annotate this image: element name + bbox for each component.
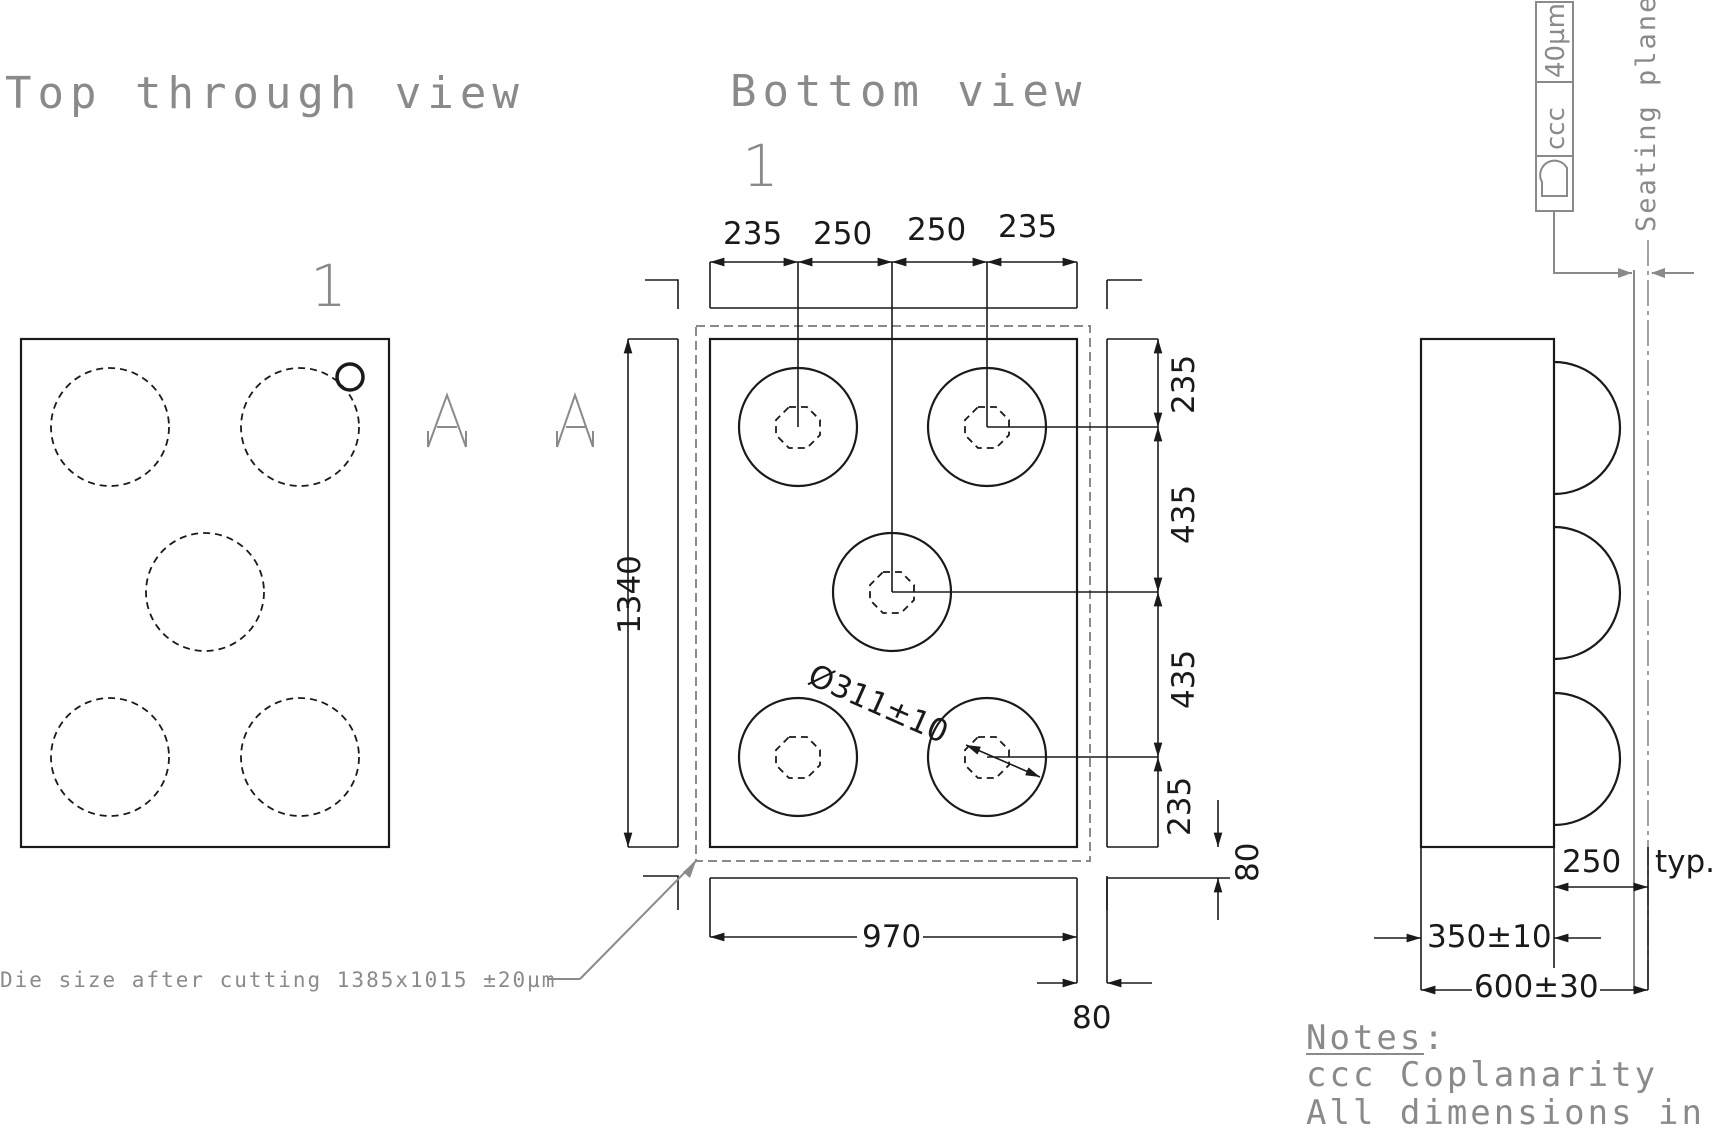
width-dim-970: 970 (862, 919, 921, 955)
height-dim-1340: 1340 (612, 555, 648, 634)
die-size-note: Die size after cutting 1385x1015 ±20µm (0, 968, 556, 992)
fcf-value: 40µm (1541, 3, 1571, 78)
side-bump-3 (1553, 691, 1622, 827)
seating-plane-label: Seating plane (1631, 0, 1662, 232)
top-view-pin1-label: 1 (310, 252, 347, 320)
edge-dim-80-bottom: 80 (1072, 1000, 1111, 1036)
right-dim-1: 235 (1166, 355, 1202, 414)
notes: Notes: ccc Coplanarity All dimensions in… (1306, 1018, 1727, 1131)
die-size-outline (695, 325, 1091, 862)
top-view-title: Top through view (5, 68, 525, 119)
pitch-dim-3: 250 (907, 212, 966, 248)
notes-heading: Notes: (1306, 1018, 1447, 1058)
section-a-right (556, 391, 594, 448)
bottom-bump-4 (737, 696, 859, 818)
side-bump-1 (1553, 360, 1622, 496)
right-dim-3: 435 (1166, 650, 1202, 709)
section-a-markers (427, 391, 594, 448)
fcf-ccc: ccc (1541, 107, 1571, 150)
side-bump-2 (1553, 525, 1622, 661)
die-thickness-dim: 350±10 (1427, 919, 1552, 955)
edge-dim-80-right: 80 (1230, 843, 1266, 882)
top-through-view: Top through view 1 (5, 68, 525, 849)
die-size-callout: Die size after cutting 1385x1015 ±20µm (0, 860, 697, 992)
notes-line-2: All dimensions in µm (1306, 1093, 1727, 1131)
coplanarity-symbol (1539, 159, 1568, 197)
top-bump-5 (240, 697, 360, 817)
right-dim-4: 235 (1162, 777, 1198, 836)
bottom-view: Bottom view 1 (612, 66, 1266, 1036)
top-bump-4 (50, 697, 170, 817)
top-bump-2 (240, 367, 360, 487)
pitch-dim-1: 235 (723, 216, 782, 252)
section-a-left (427, 392, 467, 448)
top-view-die-outline (19, 337, 391, 849)
side-view: 40µm ccc Seating plane 250 typ. 350±10 6… (1374, 0, 1715, 1005)
notes-line-1: ccc Coplanarity (1306, 1055, 1658, 1095)
total-thickness-dim: 600±30 (1474, 969, 1599, 1005)
pin1-marker-dot (335, 362, 365, 392)
right-dim-2: 435 (1166, 485, 1202, 544)
bottom-view-pin1-label: 1 (742, 132, 779, 200)
pitch-dim-2: 250 (813, 216, 872, 252)
top-bump-3 (145, 532, 265, 652)
bottom-view-body (708, 337, 1079, 849)
side-view-die (1419, 337, 1556, 849)
pitch-dim-4: 235 (998, 209, 1057, 245)
typ-label: typ. (1655, 844, 1715, 880)
bump-height-dim: 250 (1562, 844, 1621, 880)
top-bump-1 (50, 367, 170, 487)
bottom-view-title: Bottom view (730, 66, 1087, 117)
